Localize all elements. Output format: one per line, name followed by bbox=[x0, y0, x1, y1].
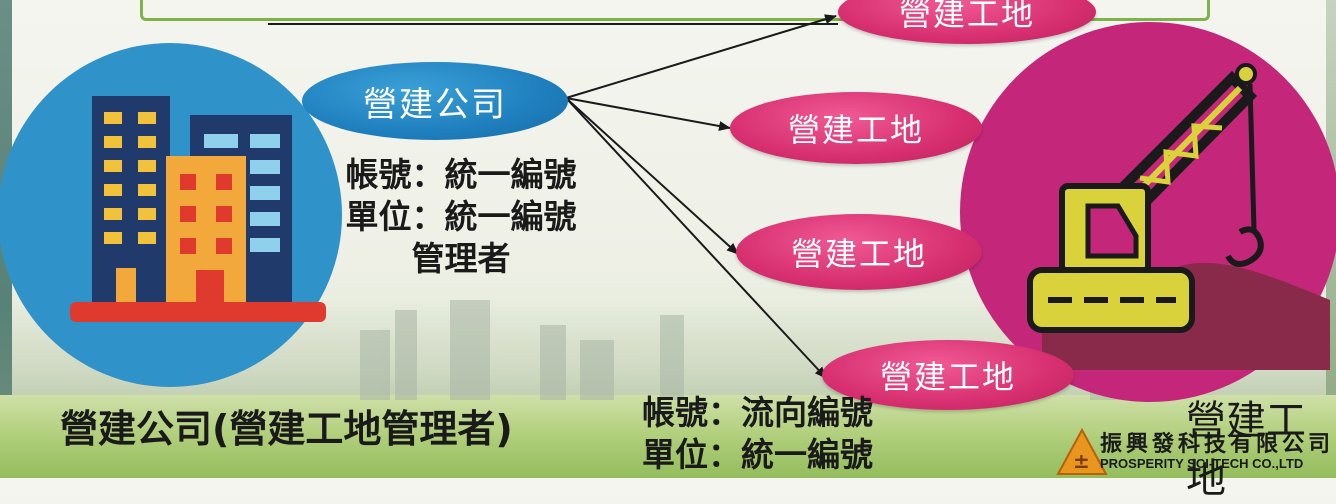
arrow-to-site-1 bbox=[565, 14, 837, 99]
construction-site-icon bbox=[960, 22, 1336, 402]
company-info: 帳號：統一編號 單位：統一編號 管理者 bbox=[336, 154, 586, 280]
site-node-2: 營建工地 bbox=[730, 92, 982, 164]
company-unit-line: 單位：統一編號 bbox=[345, 197, 577, 236]
diagram-graphics: ± bbox=[0, 14, 1336, 475]
arrow-to-site-4 bbox=[565, 97, 827, 379]
site-node-label: 營建工地 bbox=[879, 358, 1016, 396]
site-account-line: 帳號：流向編號 bbox=[642, 393, 873, 432]
background-buildings bbox=[360, 300, 1130, 400]
site-node-3: 營建工地 bbox=[736, 214, 982, 290]
company-node-label: 營建公司 bbox=[363, 84, 507, 125]
top-frame-border bbox=[140, 0, 1210, 21]
arrow-to-site-2 bbox=[565, 97, 731, 131]
logo-english-name: PROSPERITY SCI-TECH CO.,LTD bbox=[1100, 456, 1304, 471]
logo-company-name: 振興發科技有限公司 bbox=[1100, 432, 1335, 457]
site-node-4: 營建工地 bbox=[822, 340, 1074, 410]
company-account-line: 帳號：統一編號 bbox=[345, 155, 577, 194]
site-info: 帳號：流向編號 單位：統一編號 bbox=[642, 392, 873, 476]
company-manager-line: 管理者 bbox=[411, 239, 511, 278]
company-node: 營建公司 bbox=[302, 62, 568, 140]
site-unit-line: 單位：統一編號 bbox=[642, 435, 873, 474]
company-logo-icon: ± bbox=[1056, 427, 1108, 475]
site-node-label: 營建工地 bbox=[898, 0, 1035, 33]
connection-arrows bbox=[565, 14, 837, 379]
company-caption: 營建公司(營建工地管理者) bbox=[60, 407, 513, 451]
site-node-label: 營建工地 bbox=[787, 111, 924, 149]
arrow-to-site-3 bbox=[565, 97, 739, 255]
company-building-icon bbox=[0, 43, 342, 387]
company-logo: 振興發科技有限公司 PROSPERITY SCI-TECH CO.,LTD bbox=[1052, 422, 1336, 478]
background-grass bbox=[0, 395, 1336, 478]
svg-text:±: ± bbox=[1073, 449, 1090, 473]
site-node-label: 營建工地 bbox=[790, 235, 927, 273]
